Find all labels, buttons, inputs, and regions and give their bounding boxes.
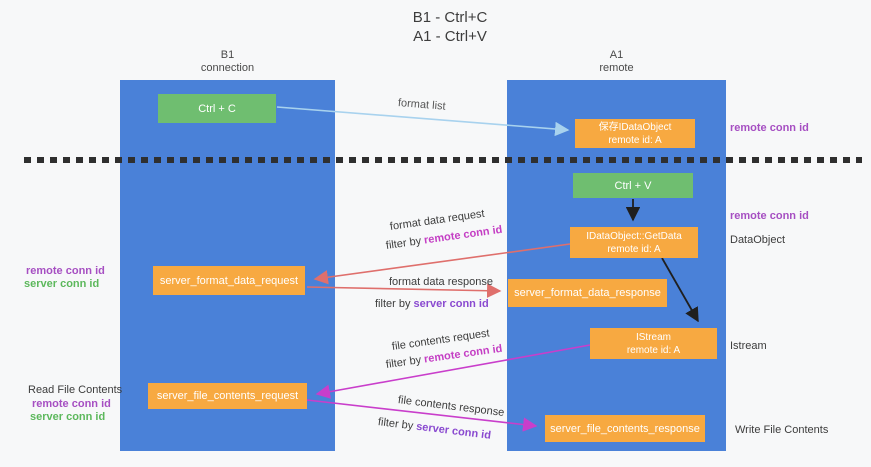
read-file-contents-label: Read File Contents [28, 384, 123, 396]
dashed-divider-line [24, 157, 862, 163]
left-column-name: B1 [220, 49, 235, 61]
istream-line2: remote id: A [626, 344, 681, 356]
left-remote-conn-id-1: remote conn id [26, 265, 105, 277]
server-file-contents-request-box: server_file_contents_request [148, 383, 307, 409]
getdata-line1: IDataObject::GetData [586, 230, 682, 242]
right-column-header: A1 remote [507, 49, 726, 75]
left-column-role: connection [200, 62, 255, 74]
title-line-1: B1 - Ctrl+C [412, 9, 488, 26]
left-remote-conn-id-2: remote conn id [32, 398, 111, 410]
istream-box: IStream remote id: A [590, 328, 717, 359]
save-idataobject-line2: remote id: A [608, 134, 662, 146]
ctrl-v-label: Ctrl + V [614, 179, 652, 192]
filter-by-text-4: filter by [377, 416, 417, 433]
filter-by-server-label-2: filter by server conn id [377, 416, 491, 442]
left-server-conn-id-1: server conn id [24, 278, 100, 290]
server-format-data-response-label: server_format_data_response [514, 287, 661, 299]
write-file-contents-label: Write File Contents [735, 424, 829, 436]
server-file-contents-request-label: server_file_contents_request [156, 390, 299, 402]
filter-by-text-1: filter by [385, 234, 425, 252]
server-format-data-response-box: server_format_data_response [508, 279, 667, 307]
ctrl-c-box: Ctrl + C [158, 94, 276, 123]
right-column-name: A1 [609, 49, 624, 61]
save-idataobject-line1: 保存IDataObject [598, 121, 672, 133]
remote-conn-id-filter-1: remote conn id [423, 223, 504, 247]
getdata-line2: remote id: A [607, 243, 661, 255]
left-column-header: B1 connection [120, 49, 335, 75]
server-format-data-request-box: server_format_data_request [153, 266, 305, 295]
filter-by-text-2: filter by [375, 298, 414, 310]
server-file-contents-response-box: server_file_contents_response [545, 415, 705, 442]
file-contents-response-label: file contents response [397, 394, 505, 419]
filter-by-text-3: filter by [385, 353, 425, 371]
format-list-label: format list [397, 97, 447, 113]
server-file-contents-response-label: server_file_contents_response [550, 422, 700, 435]
left-server-conn-id-2: server conn id [30, 411, 106, 423]
right-remote-conn-id-2: remote conn id [730, 210, 809, 222]
getdata-box: IDataObject::GetData remote id: A [570, 227, 698, 258]
ctrl-c-label: Ctrl + C [198, 102, 236, 115]
right-column-role: remote [599, 62, 634, 74]
server-conn-id-filter-2: server conn id [415, 420, 492, 442]
server-conn-id-filter-1: server conn id [413, 298, 489, 310]
filter-by-server-label-1: filter by server conn id [375, 298, 489, 310]
title-line-2: A1 - Ctrl+V [413, 28, 487, 45]
istream-line1: IStream [635, 331, 671, 343]
istream-side-label: Istream [730, 340, 767, 352]
right-remote-conn-id-1: remote conn id [730, 122, 809, 134]
save-idataobject-box: 保存IDataObject remote id: A [575, 119, 695, 148]
ctrl-v-box: Ctrl + V [573, 173, 693, 198]
server-format-data-request-label: server_format_data_request [159, 274, 299, 287]
format-data-response-label: format data response [389, 276, 493, 288]
dataobject-side-label: DataObject [730, 234, 786, 246]
diagram-title: B1 - Ctrl+C A1 - Ctrl+V [340, 8, 560, 46]
